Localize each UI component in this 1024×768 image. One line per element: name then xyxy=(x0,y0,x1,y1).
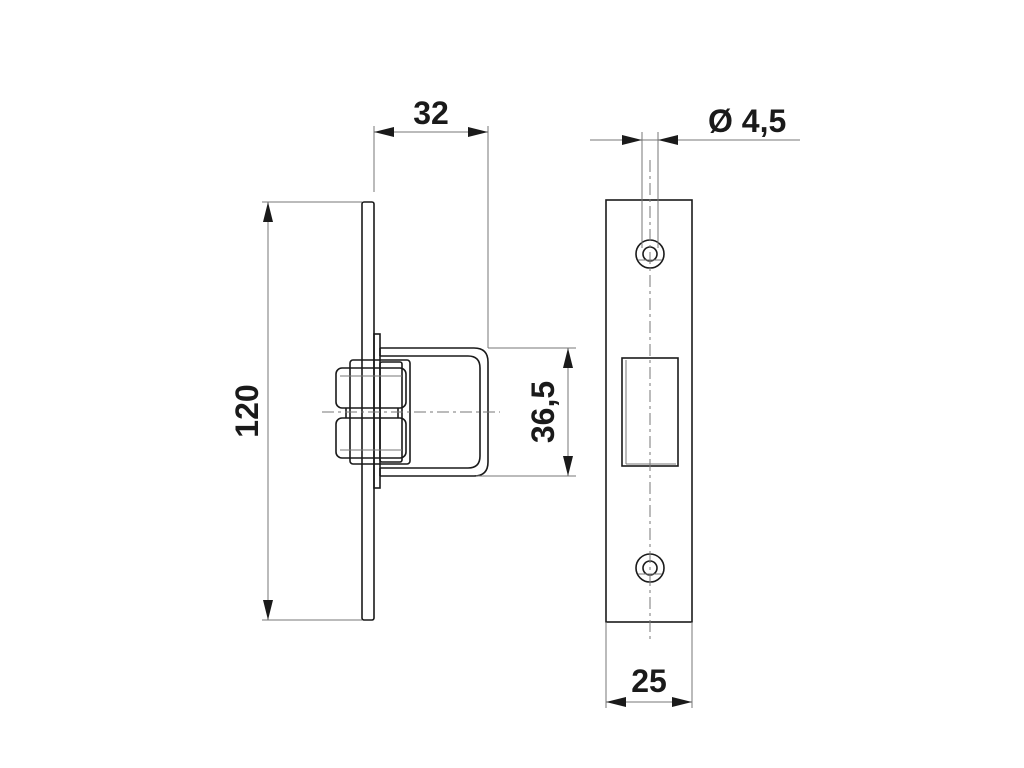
side-view xyxy=(322,201,500,621)
dimension-plate-width: 25 xyxy=(605,622,693,708)
side-spacer xyxy=(373,333,381,489)
dimension-projection-label: 32 xyxy=(413,95,449,131)
strike-bracket-inner xyxy=(380,355,481,469)
dimension-hole-diameter: Ø 4,5 xyxy=(590,103,800,248)
dimension-plate-width-label: 25 xyxy=(631,663,667,699)
dimension-hole-diameter-label: Ø 4,5 xyxy=(708,103,786,139)
dimension-bolt-height-label: 36,5 xyxy=(525,381,561,443)
front-view xyxy=(605,160,693,640)
roller-lower xyxy=(335,417,407,459)
dimension-height: 120 xyxy=(229,201,362,621)
side-plate xyxy=(361,201,375,621)
dimension-projection: 32 xyxy=(373,95,489,348)
dimension-height-label: 120 xyxy=(229,384,265,437)
roller-upper xyxy=(335,367,407,409)
dimension-bolt-height: 36,5 xyxy=(476,347,576,477)
front-plate xyxy=(605,199,693,623)
